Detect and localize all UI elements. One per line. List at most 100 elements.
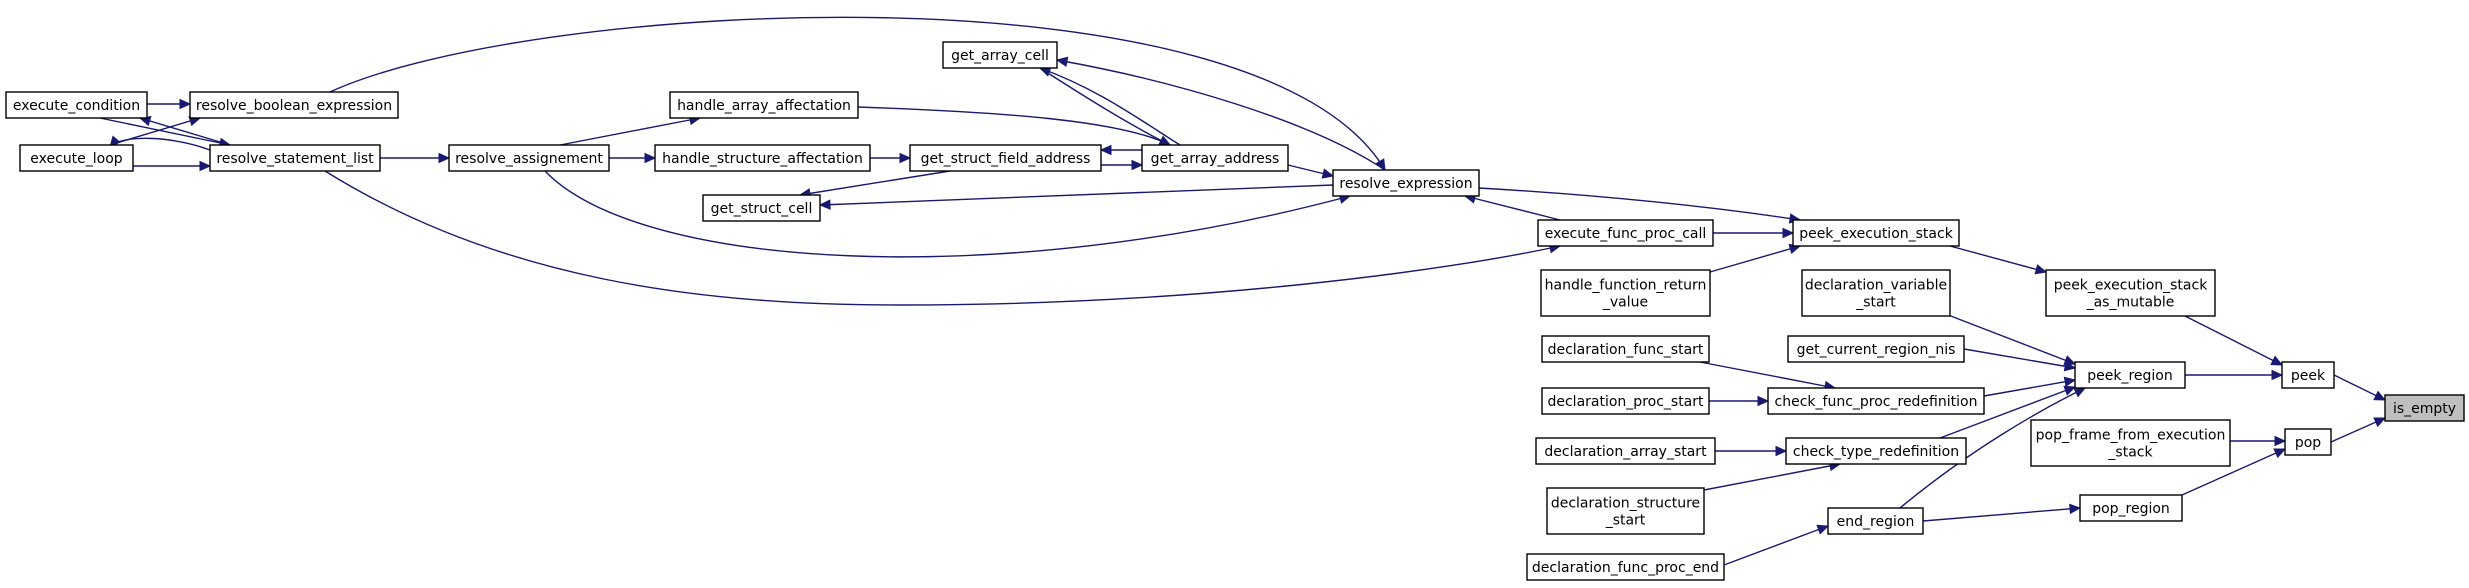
node-check-type-redefinition[interactable]: check_type_redefinition [1785, 437, 1967, 465]
edge-arrowhead [1131, 159, 1144, 171]
edge-resolve-expression-to-peek-execution-stack [1478, 187, 1802, 224]
edge-line [1922, 507, 2081, 522]
node-box [1541, 335, 1710, 363]
edge-get-array-address-to-get-array-cell [1038, 66, 1181, 146]
node-declaration-structure-start[interactable]: declaration_structure_start [1546, 487, 1705, 535]
node-check-func-proc-redefinition[interactable]: check_func_proc_redefinition [1767, 387, 1985, 415]
node-label: peek_execution_stack [1799, 226, 1954, 242]
node-label: resolve_boolean_expression [196, 98, 392, 114]
edge-line [324, 170, 1561, 306]
edge-handle-structure-affectation-to-get-struct-field-address [870, 152, 912, 164]
node-box [1785, 437, 1967, 465]
node-resolve-statement-list[interactable]: resolve_statement_list [209, 144, 381, 172]
node-declaration-proc-start[interactable]: declaration_proc_start [1541, 387, 1710, 415]
node-get-current-region-nis[interactable]: get_current_region_nis [1787, 335, 1965, 363]
node-get-struct-field-address[interactable]: get_struct_field_address [909, 144, 1102, 172]
node-box [209, 144, 381, 172]
edge-arrowhead [2271, 369, 2284, 381]
node-end-region[interactable]: end_region [1827, 507, 1924, 535]
edge-pop-region-to-pop [2181, 448, 2287, 496]
edge-get-struct-field-address-to-get-array-address [1101, 159, 1144, 171]
node-peek-region[interactable]: peek_region [2074, 361, 2186, 389]
node-get-array-address[interactable]: get_array_address [1141, 144, 1289, 172]
edge-resolve-expression-to-get-struct-cell [818, 184, 1334, 210]
edge-line [1464, 195, 1561, 221]
edge-resolve-expression-to-get-array-cell [1055, 56, 1386, 171]
node-declaration-variable-start[interactable]: declaration_variable_start [1801, 269, 1951, 317]
node-box [448, 144, 610, 172]
node-is-empty[interactable]: is_empty [2384, 394, 2465, 422]
node-label: _start [1605, 513, 1646, 529]
edge-line [1699, 361, 1836, 389]
node-peek[interactable]: peek [2281, 361, 2335, 389]
edge-declaration-structure-start-to-check-type-redefinition [1703, 460, 1842, 491]
edge-arrowhead [199, 160, 212, 172]
node-box [2384, 394, 2465, 422]
edge-arrowhead [1757, 395, 1770, 407]
node-pop-region[interactable]: pop_region [2079, 494, 2183, 522]
node-execute-condition[interactable]: execute_condition [5, 91, 148, 119]
node-pop-frame-from-execution-stack[interactable]: pop_frame_from_execution_stack [2030, 419, 2231, 467]
edge-arrowhead [2063, 361, 2077, 372]
node-label: resolve_statement_list [216, 151, 374, 167]
node-resolve-assignement[interactable]: resolve_assignement [448, 144, 610, 172]
node-peek-execution-stack-as-mutable[interactable]: peek_execution_stack_as_mutable [2045, 269, 2216, 317]
node-box [2284, 428, 2332, 456]
node-declaration-array-start[interactable]: declaration_array_start [1535, 437, 1716, 465]
node-pop[interactable]: pop [2284, 428, 2332, 456]
edge-execute-loop-to-resolve-statement-list [133, 160, 212, 172]
node-label: handle_function_return [1545, 278, 1707, 294]
edge-line [1723, 525, 1829, 566]
edge-execute-func-proc-call-to-resolve-expression [1463, 193, 1561, 221]
node-box [2281, 361, 2335, 389]
node-label: execute_condition [13, 98, 140, 114]
edge-line [1899, 387, 2086, 509]
edge-line [1949, 245, 2047, 273]
edge-peek-to-is-empty [2333, 374, 2387, 401]
edge-resolve-assignement-to-handle-array-affectation [559, 114, 702, 146]
node-box [909, 144, 1102, 172]
node-box [669, 91, 859, 119]
node-get-array-cell[interactable]: get_array_cell [942, 41, 1058, 69]
edge-arrowhead [1321, 168, 1335, 179]
node-box [702, 194, 821, 222]
node-label: handle_array_affectation [677, 98, 851, 114]
node-label: peek_execution_stack [2054, 278, 2209, 294]
edge-line [1983, 379, 2076, 397]
node-resolve-boolean-expression[interactable]: resolve_boolean_expression [189, 91, 399, 119]
edge-arrowhead [1782, 227, 1795, 239]
node-label: peek_region [2087, 368, 2173, 384]
node-execute-func-proc-call[interactable]: execute_func_proc_call [1537, 219, 1714, 247]
node-label: pop [2295, 435, 2321, 451]
node-declaration-func-proc-end[interactable]: declaration_func_proc_end [1526, 553, 1725, 581]
node-label: is_empty [2393, 401, 2456, 417]
node-label: declaration_structure [1551, 496, 1700, 512]
node-label: get_current_region_nis [1797, 342, 1956, 358]
node-get-struct-cell[interactable]: get_struct_cell [702, 194, 821, 222]
node-handle-function-return-value[interactable]: handle_function_return_value [1540, 269, 1711, 317]
node-label: execute_func_proc_call [1545, 226, 1707, 242]
edge-get-current-region-nis-to-peek-region [1963, 348, 2077, 372]
edge-line [559, 117, 701, 146]
node-box [1541, 387, 1710, 415]
node-resolve-expression[interactable]: resolve_expression [1332, 169, 1480, 197]
edge-resolve-assignement-to-resolve-expression [544, 170, 1352, 258]
node-box [189, 91, 399, 119]
node-label: declaration_func_start [1548, 342, 1704, 358]
node-box [1546, 487, 1705, 535]
call-graph-edges [99, 16, 2387, 566]
edge-peek-execution-stack-to-peek-execution-stack-as-mutable [1949, 245, 2048, 275]
node-handle-array-affectation[interactable]: handle_array_affectation [669, 91, 859, 119]
node-execute-loop[interactable]: execute_loop [19, 144, 134, 172]
node-label: check_func_proc_redefinition [1775, 394, 1978, 410]
edge-arrowhead [1775, 445, 1788, 457]
node-label: declaration_array_start [1544, 444, 1707, 460]
node-peek-execution-stack[interactable]: peek_execution_stack [1792, 219, 1960, 247]
node-label: get_struct_field_address [921, 151, 1091, 167]
node-label: handle_structure_affectation [662, 151, 863, 167]
call-graph-nodes: execute_condition execute_loop resolve_boo… [5, 41, 2465, 581]
node-label: peek [2291, 368, 2326, 384]
node-box [1537, 219, 1714, 247]
node-declaration-func-start[interactable]: declaration_func_start [1541, 335, 1710, 363]
node-handle-structure-affectation[interactable]: handle_structure_affectation [654, 144, 871, 172]
